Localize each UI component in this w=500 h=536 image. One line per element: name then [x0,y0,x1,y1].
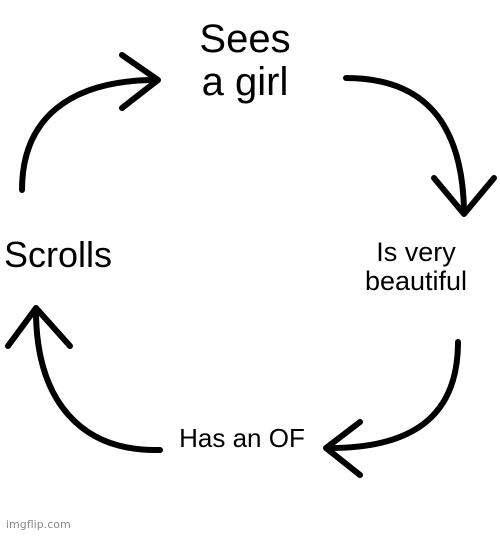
watermark: imgflip.com [6,518,71,531]
arrow-beautiful-to-of [327,339,461,451]
arrow-of-to-scrolls [33,313,163,454]
node-is-very-beautiful-line-1: Is very [376,237,456,267]
arrow-scrolls-to-sees [19,77,153,193]
node-sees-a-girl: Sees a girl [170,17,320,105]
node-sees-a-girl-line-1: Sees [199,17,291,61]
arrowhead-top-left [119,52,161,111]
node-is-very-beautiful-line-2: beautiful [364,266,468,297]
arrow-sees-to-beautiful [343,75,467,213]
arrowhead-bottom-right [323,419,363,478]
node-has-an-of: Has an OF [164,424,320,452]
arrowhead-bottom-left [5,305,73,349]
node-is-very-beautiful: Is very beautiful [346,237,486,297]
node-sees-a-girl-line-2: a girl [201,60,289,105]
node-has-an-of-line-1: Has an OF [179,423,305,453]
arrowhead-top-right [431,175,497,217]
node-scrolls-line-1: Scrolls [4,234,113,275]
node-scrolls: Scrolls [4,234,144,275]
